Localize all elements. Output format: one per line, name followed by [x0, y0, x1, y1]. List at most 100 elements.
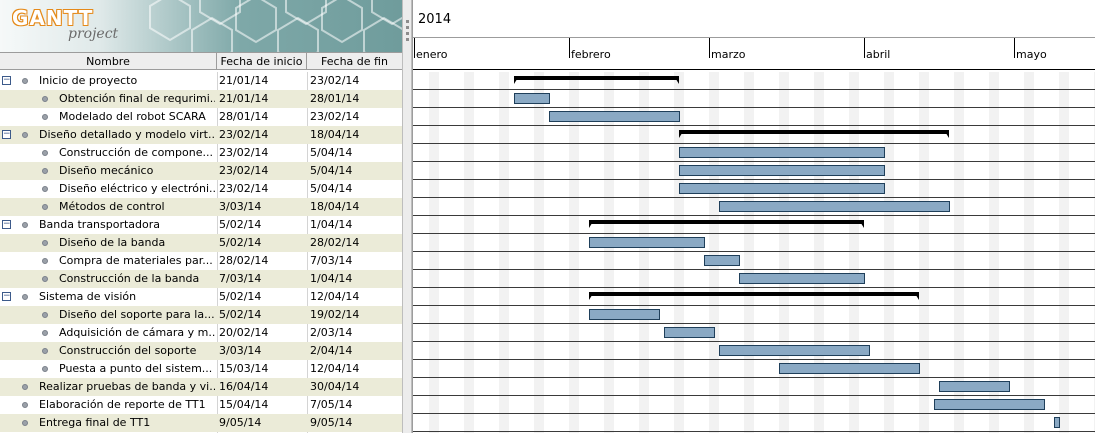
- task-name[interactable]: Banda transportadora: [39, 218, 161, 231]
- task-row[interactable]: − Inicio de proyecto 21/01/14 23/02/14: [0, 72, 402, 90]
- task-name[interactable]: Sistema de visión: [39, 290, 137, 303]
- task-start-date[interactable]: 16/04/14: [219, 380, 269, 393]
- task-end-date[interactable]: 12/04/14: [310, 362, 360, 375]
- task-row[interactable]: Construcción del soporte 3/03/14 2/04/14: [0, 342, 402, 360]
- column-header-start[interactable]: Fecha de inicio: [217, 53, 307, 70]
- task-start-date[interactable]: 21/01/14: [219, 74, 269, 87]
- task-start-date[interactable]: 23/02/14: [219, 146, 269, 159]
- task-row[interactable]: Diseño mecánico 23/02/14 5/04/14: [0, 162, 402, 180]
- task-start-date[interactable]: 20/02/14: [219, 326, 269, 339]
- task-end-date[interactable]: 18/04/14: [310, 128, 360, 141]
- task-end-date[interactable]: 5/04/14: [310, 182, 353, 195]
- task-name[interactable]: Diseño detallado y modelo virt...: [39, 128, 215, 141]
- task-row[interactable]: Modelado del robot SCARA 28/01/14 23/02/14: [0, 108, 402, 126]
- task-row[interactable]: Entrega final de TT1 9/05/14 9/05/14: [0, 414, 402, 432]
- splitter-grip: [406, 26, 409, 29]
- column-header-name[interactable]: Nombre: [0, 53, 217, 70]
- task-name[interactable]: Puesta a punto del sistem...: [59, 362, 213, 375]
- task-row[interactable]: − Banda transportadora 5/02/14 1/04/14: [0, 216, 402, 234]
- task-name[interactable]: Construcción del soporte: [59, 344, 197, 357]
- summary-bar: [514, 76, 679, 80]
- task-end-date[interactable]: 28/02/14: [310, 236, 360, 249]
- task-row[interactable]: Diseño de la banda 5/02/14 28/02/14: [0, 234, 402, 252]
- task-start-date[interactable]: 28/02/14: [219, 254, 269, 267]
- task-end-date[interactable]: 2/03/14: [310, 326, 353, 339]
- task-name[interactable]: Elaboración de reporte de TT1: [39, 398, 206, 411]
- task-name[interactable]: Inicio de proyecto: [39, 74, 138, 87]
- task-name[interactable]: Realizar pruebas de banda y vi...: [39, 380, 215, 393]
- task-row[interactable]: Diseño del soporte para la... 5/02/14 19/0…: [0, 306, 402, 324]
- summary-bar-end-cap: [914, 292, 919, 300]
- task-row[interactable]: − Diseño detallado y modelo virt... 23/02/…: [0, 126, 402, 144]
- weekend-shade: [674, 72, 684, 433]
- task-row[interactable]: Elaboración de reporte de TT1 15/04/14 7/0…: [0, 396, 402, 414]
- task-end-date[interactable]: 12/04/14: [310, 290, 360, 303]
- task-row[interactable]: Diseño eléctrico y electróni... 23/02/14 5…: [0, 180, 402, 198]
- collapse-toggle-icon[interactable]: −: [2, 219, 11, 229]
- task-name[interactable]: Construcción de compone...: [59, 146, 213, 159]
- task-start-date[interactable]: 7/03/14: [219, 272, 262, 285]
- task-start-date[interactable]: 3/03/14: [219, 200, 262, 213]
- collapse-toggle-icon[interactable]: −: [2, 291, 11, 301]
- task-end-date[interactable]: 19/02/14: [310, 308, 360, 321]
- task-name[interactable]: Métodos de control: [59, 200, 165, 213]
- task-end-date[interactable]: 18/04/14: [310, 200, 360, 213]
- task-start-date[interactable]: 23/02/14: [219, 182, 269, 195]
- task-row[interactable]: Construcción de compone... 23/02/14 5/04/1…: [0, 144, 402, 162]
- task-start-date[interactable]: 21/01/14: [219, 92, 269, 105]
- task-name[interactable]: Diseño de la banda: [59, 236, 166, 249]
- task-start-date[interactable]: 28/01/14: [219, 110, 269, 123]
- task-end-date[interactable]: 23/02/14: [310, 110, 360, 123]
- task-start-date[interactable]: 5/02/14: [219, 236, 262, 249]
- task-end-date[interactable]: 9/05/14: [310, 416, 353, 429]
- weekend-shade: [1059, 72, 1069, 433]
- task-bullet-icon: [42, 258, 48, 264]
- task-end-date[interactable]: 28/01/14: [310, 92, 360, 105]
- task-start-date[interactable]: 3/03/14: [219, 344, 262, 357]
- task-row[interactable]: − Sistema de visión 5/02/14 12/04/14: [0, 288, 402, 306]
- month-tick: [569, 38, 570, 58]
- task-name[interactable]: Obtención final de requrimi...: [59, 92, 215, 105]
- task-row[interactable]: Compra de materiales par... 28/02/14 7/03/…: [0, 252, 402, 270]
- task-name[interactable]: Diseño eléctrico y electróni...: [59, 182, 215, 195]
- task-row[interactable]: Adquisición de cámara y m... 20/02/14 2/03…: [0, 324, 402, 342]
- task-start-date[interactable]: 9/05/14: [219, 416, 262, 429]
- task-start-date[interactable]: 23/02/14: [219, 164, 269, 177]
- task-end-date[interactable]: 5/04/14: [310, 164, 353, 177]
- task-start-date[interactable]: 5/02/14: [219, 218, 262, 231]
- task-name[interactable]: Diseño del soporte para la...: [59, 308, 215, 321]
- task-start-date[interactable]: 15/03/14: [219, 362, 269, 375]
- task-start-date[interactable]: 15/04/14: [219, 398, 269, 411]
- splitter-grip: [406, 32, 409, 35]
- task-start-date[interactable]: 5/02/14: [219, 290, 262, 303]
- collapse-toggle-icon[interactable]: −: [2, 75, 11, 85]
- task-end-date[interactable]: 23/02/14: [310, 74, 360, 87]
- task-row[interactable]: Obtención final de requrimi... 21/01/14 28…: [0, 90, 402, 108]
- task-row[interactable]: Puesta a punto del sistem... 15/03/14 12/0…: [0, 360, 402, 378]
- task-end-date[interactable]: 30/04/14: [310, 380, 360, 393]
- task-row[interactable]: Construcción de la banda 7/03/14 1/04/14: [0, 270, 402, 288]
- column-header-end[interactable]: Fecha de fin: [321, 55, 388, 68]
- task-bars: [514, 76, 1060, 428]
- task-name[interactable]: Entrega final de TT1: [39, 416, 151, 429]
- task-end-date[interactable]: 1/04/14: [310, 272, 353, 285]
- collapse-toggle-icon[interactable]: −: [2, 129, 11, 139]
- task-end-date[interactable]: 1/04/14: [310, 218, 353, 231]
- task-name[interactable]: Diseño mecánico: [59, 164, 154, 177]
- task-end-date[interactable]: 2/04/14: [310, 344, 353, 357]
- month-tick: [864, 38, 865, 58]
- task-end-date[interactable]: 7/05/14: [310, 398, 353, 411]
- task-end-date[interactable]: 7/03/14: [310, 254, 353, 267]
- task-name[interactable]: Compra de materiales par...: [59, 254, 213, 267]
- task-start-date[interactable]: 23/02/14: [219, 128, 269, 141]
- task-name[interactable]: Construcción de la banda: [59, 272, 200, 285]
- task-name[interactable]: Modelado del robot SCARA: [59, 110, 206, 123]
- panel-splitter[interactable]: [402, 0, 412, 433]
- task-row[interactable]: Realizar pruebas de banda y vi... 16/04/1…: [0, 378, 402, 396]
- task-start-date[interactable]: 5/02/14: [219, 308, 262, 321]
- task-end-date[interactable]: 5/04/14: [310, 146, 353, 159]
- gantt-chart-canvas[interactable]: [412, 0, 1095, 433]
- task-name[interactable]: Adquisición de cámara y m...: [59, 326, 215, 339]
- task-row[interactable]: Métodos de control 3/03/14 18/04/14: [0, 198, 402, 216]
